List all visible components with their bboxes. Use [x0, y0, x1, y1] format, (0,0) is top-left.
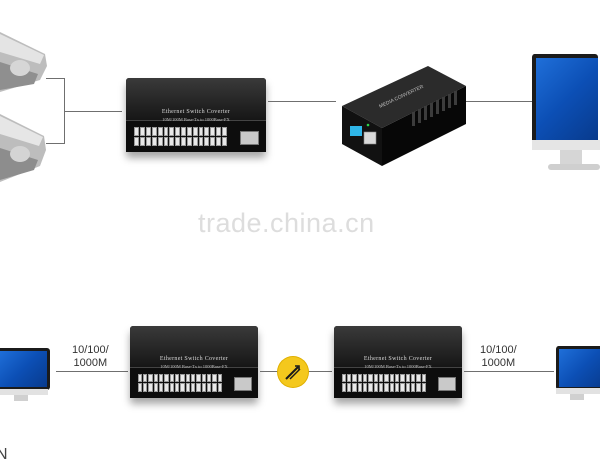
switch-title: Ethernet Switch Coverter	[363, 356, 433, 363]
switch-subtitle: 10M/100M Base-Tx to 1000Base-FX	[162, 117, 230, 123]
speed-label-left: 10/100/ 1000M	[72, 344, 109, 369]
switch-title: Ethernet Switch Coverter	[159, 356, 229, 363]
footer-char: N	[0, 446, 8, 463]
link-line	[466, 101, 532, 102]
ethernet-switch: Ethernet Switch Coverter 10M/100M Base-T…	[130, 326, 258, 398]
sfp-port	[438, 377, 456, 391]
camera-link-line	[46, 78, 64, 79]
switch-ports	[137, 373, 223, 393]
camera-icon	[0, 114, 46, 182]
link-line	[56, 371, 128, 372]
switch-ports	[134, 126, 227, 147]
link-line	[464, 371, 554, 372]
fiber-icon	[278, 357, 308, 387]
switch-title: Ethernet Switch Coverter	[161, 109, 231, 116]
camera-link-line	[46, 143, 64, 144]
media-converter: MEDIA CONVERTER	[342, 66, 466, 166]
sfp-port	[240, 130, 259, 145]
link-line	[268, 101, 336, 102]
speed-label-right: 10/100/ 1000M	[480, 344, 517, 369]
sfp-port	[234, 377, 252, 391]
switch-ports	[341, 373, 427, 393]
camera-link-line	[64, 111, 122, 112]
switch-subtitle: 10M/100M Base-Tx to 1000Base-FX	[160, 364, 228, 370]
switch-subtitle: 10M/100M Base-Tx to 1000Base-FX	[364, 364, 432, 370]
watermark: trade.china.cn	[198, 208, 375, 238]
ethernet-switch: Ethernet Switch Coverter 10M/100M Base-T…	[334, 326, 462, 398]
camera-icon	[0, 32, 47, 92]
ethernet-switch: Ethernet Switch Coverter 10M/100M Base-T…	[126, 78, 266, 152]
